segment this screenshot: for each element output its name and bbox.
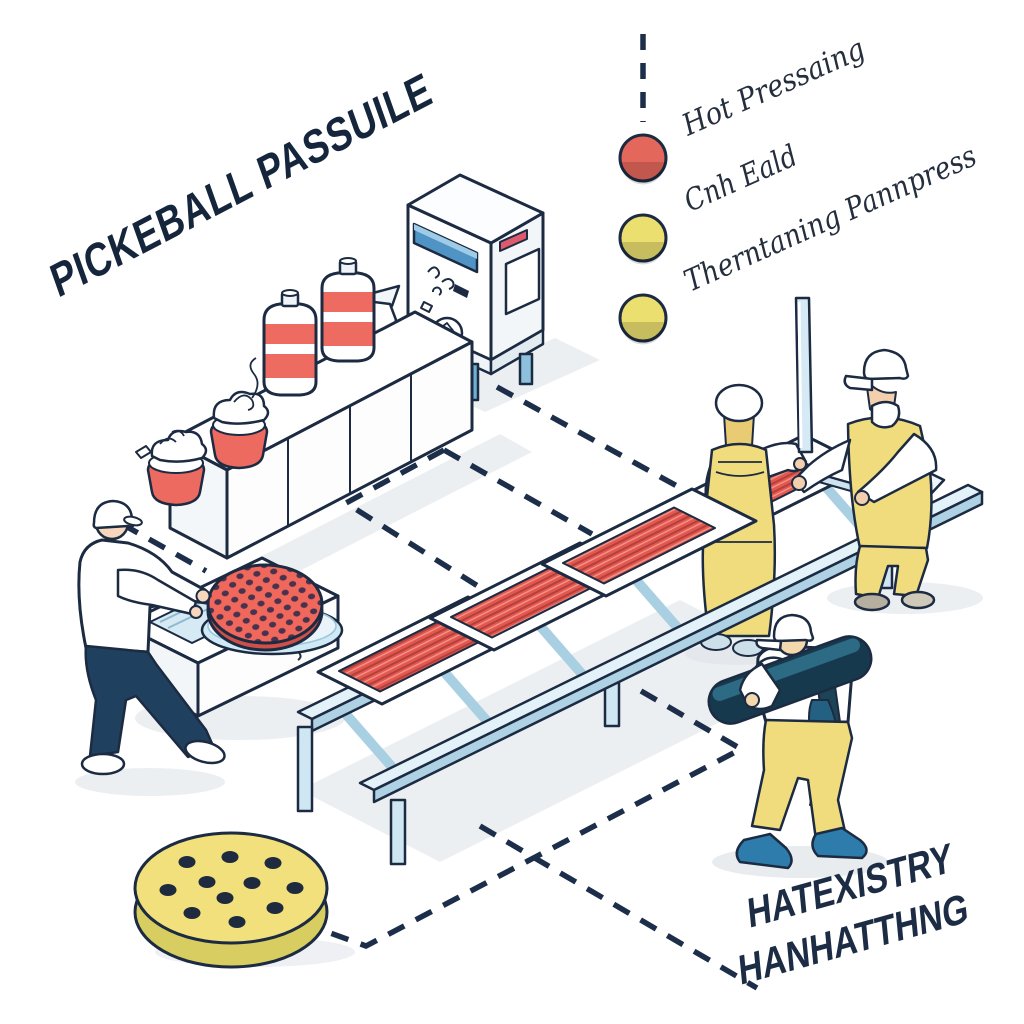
worker-shoe (853, 592, 891, 612)
worker-hand (744, 692, 760, 708)
legend-bullet-hot-pressing-icon (618, 133, 668, 183)
machine-intake-slot (412, 222, 479, 274)
cap-brim (123, 515, 143, 527)
cap-brim (843, 374, 874, 392)
worker-hard-hat (714, 383, 764, 423)
red-paddle-core-disc (206, 563, 324, 652)
flow-line-conveyor-to-caption (478, 823, 759, 991)
worker-shoe (811, 826, 868, 860)
worker-cap (772, 613, 815, 643)
worker-cap (862, 348, 910, 381)
flow-rect-right (442, 447, 594, 537)
worker-hand (195, 588, 211, 604)
machine-outfeed-slot (453, 284, 469, 298)
worker-hand (791, 475, 807, 491)
disc-holes (159, 851, 304, 928)
machine-side-slot (499, 229, 528, 252)
worker-hand (793, 457, 807, 471)
mix-jar-large (209, 357, 270, 470)
worker-shoe (900, 590, 936, 610)
machine-glyphs-icon (427, 266, 455, 296)
worker-shoe (184, 739, 226, 765)
legend-bullet-cold-icon (618, 213, 668, 263)
machine-side-panel (504, 247, 541, 316)
worker-hand (189, 605, 203, 619)
legend-bullet-trimming-icon (618, 293, 668, 343)
worker-pants (750, 718, 854, 842)
flow-line-conveyor-to-disc (321, 688, 747, 949)
worker-hand (854, 490, 870, 506)
resin-bottle-small (320, 257, 376, 363)
finished-paddle-disc (133, 831, 329, 969)
worker-inspector (791, 348, 938, 612)
worker-kerchief (870, 400, 901, 429)
worker-shoe (80, 752, 126, 776)
mix-jar-small (135, 429, 208, 507)
flow-dashed-lines (120, 384, 759, 991)
worker-carrier (707, 613, 873, 870)
worker-press-operator (77, 499, 226, 776)
page-title: PICKEBALL PASSUILE (44, 62, 438, 307)
legend-label-2: Cnh Eald (679, 139, 803, 220)
cap-brim (755, 638, 783, 652)
flow-line-machine-to-conveyor (495, 384, 708, 505)
worker-pants (84, 644, 216, 759)
resin-bottle-large (262, 289, 318, 397)
legend-label-3: Therntaning Pannpress (679, 139, 982, 300)
legend-label-1: Hot Pressaing (676, 32, 870, 144)
prep-counter (135, 257, 474, 560)
flow-line-head-to-press (120, 521, 208, 574)
flow-rect-left (340, 447, 502, 603)
worker-shoe (735, 832, 793, 870)
conveyor-tray-3 (540, 487, 758, 598)
